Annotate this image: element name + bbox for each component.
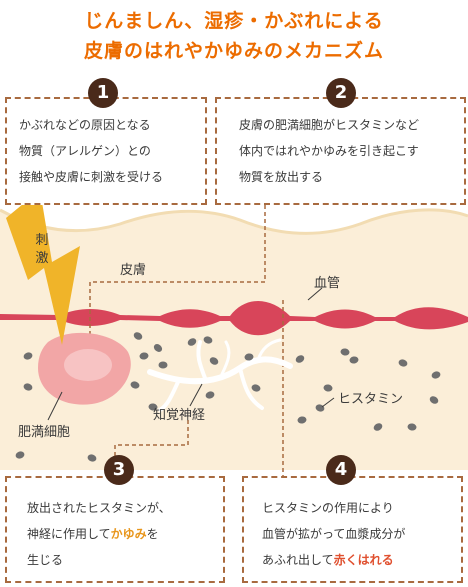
itch-highlight: かゆみ: [110, 527, 147, 541]
step-2-number-badge: 2: [326, 78, 356, 108]
title-line-2: 皮膚のはれやかゆみのメカニズム: [83, 40, 384, 62]
mast-cell-nucleus: [64, 349, 112, 381]
nerve-pointer: [189, 383, 203, 407]
skin-label: 皮膚: [120, 263, 147, 278]
step-4-line-3-pre: あふれ出して: [262, 553, 334, 567]
step-2-line-2: 体内ではれやかゆみを引き起こす: [239, 144, 419, 158]
histamine-label: ヒスタミン: [338, 392, 404, 407]
vessel-pointer: [307, 287, 323, 301]
step-4-line-1: ヒスタミンの作用により: [262, 501, 394, 515]
skin-layer: [0, 209, 468, 470]
step-2-line-3: 物質を放出する: [239, 170, 324, 184]
step-3-line-3: 生じる: [27, 553, 64, 567]
step-3-line-2: 神経に作用してかゆみを: [27, 521, 211, 547]
histamine-granules: [15, 332, 441, 462]
blood-vessel-label: 血管: [314, 276, 341, 291]
title-line-1: じんましん、湿疹・かぶれによる: [84, 10, 384, 32]
step-2-box: 皮膚の肥満細胞がヒスタミンなど 体内ではれやかゆみを引き起こす 物質を放出する: [215, 97, 466, 205]
red-swelling-highlight: 赤くはれる: [333, 553, 394, 567]
step-4-line-3: あふれ出して赤くはれる: [262, 547, 449, 573]
skin-surface: [0, 208, 468, 235]
step-3-line-2-post: を: [146, 527, 159, 541]
step-4-number-badge: 4: [326, 455, 356, 485]
sensory-nerve: [147, 338, 293, 412]
lightning-bolt-icon: [6, 190, 80, 345]
mast-cell-label: 肥満細胞: [18, 425, 71, 440]
mast-cell-pointer: [47, 391, 63, 421]
sensory-nerve-label: 知覚神経: [153, 408, 206, 423]
step-1-line-1: かぶれなどの原因となる: [19, 118, 151, 132]
step-3-line-1: 放出されたヒスタミンが、: [27, 501, 171, 515]
step-3-box: 放出されたヒスタミンが、 神経に作用してかゆみを 生じる: [5, 476, 225, 583]
step-1-box: かぶれなどの原因となる 物質（アレルゲン）との 接触や皮膚に刺激を受ける: [5, 97, 207, 205]
step-1-line-2: 物質（アレルゲン）との: [19, 144, 151, 158]
connector-1: [89, 205, 266, 334]
step-4-box: ヒスタミンの作用により 血管が拡がって血漿成分が あふれ出して赤くはれる: [242, 476, 463, 583]
stimulus-label: 刺激: [35, 233, 49, 266]
step-1-line-3: 接触や皮膚に刺激を受ける: [19, 170, 164, 184]
step-2-line-1: 皮膚の肥満細胞がヒスタミンなど: [239, 118, 420, 132]
step-3-line-2-pre: 神経に作用して: [27, 527, 111, 541]
blood-vessel: [0, 301, 468, 336]
step-4-line-2: 血管が拡がって血漿成分が: [262, 527, 406, 541]
step-1-number-badge: 1: [88, 78, 118, 108]
histamine-pointer: [321, 397, 335, 408]
step-3-number-badge: 3: [104, 455, 134, 485]
